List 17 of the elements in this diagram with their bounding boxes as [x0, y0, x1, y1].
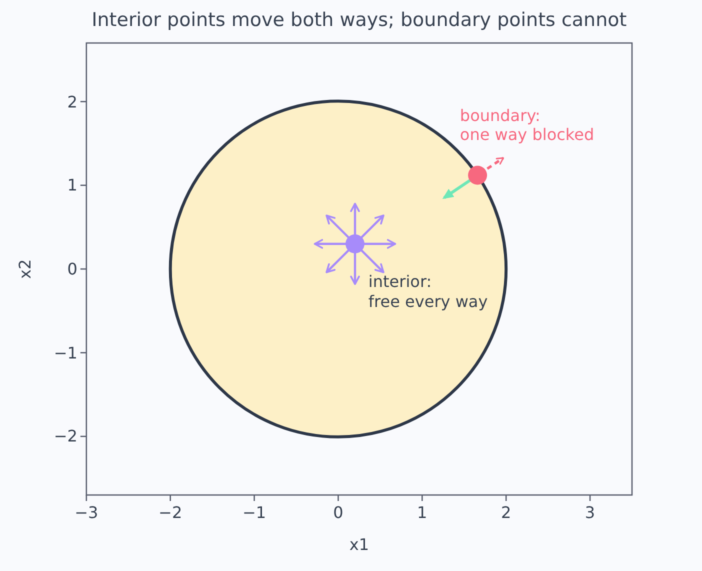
tick-label: 0: [67, 259, 78, 279]
tick-label: 3: [584, 503, 596, 522]
tick-label: −1: [54, 343, 78, 362]
tick-label: 2: [500, 503, 512, 522]
tick-label: 1: [67, 176, 78, 195]
tick-label: −3: [74, 503, 98, 522]
tick-label: −2: [158, 503, 182, 522]
axis-title: x1: [349, 535, 370, 554]
tick-label: 1: [417, 503, 428, 522]
axis-title: x2: [15, 259, 35, 279]
annotation-label: boundary: one way blocked: [460, 106, 594, 144]
tick-label: −2: [54, 426, 78, 446]
chart-title: Interior points move both ways; boundary points cannot: [92, 9, 627, 32]
tick-label: 0: [333, 503, 344, 522]
tick-label: 2: [67, 92, 78, 112]
annotation-label: interior: free every way: [368, 272, 488, 311]
tick-label: −1: [242, 503, 266, 522]
